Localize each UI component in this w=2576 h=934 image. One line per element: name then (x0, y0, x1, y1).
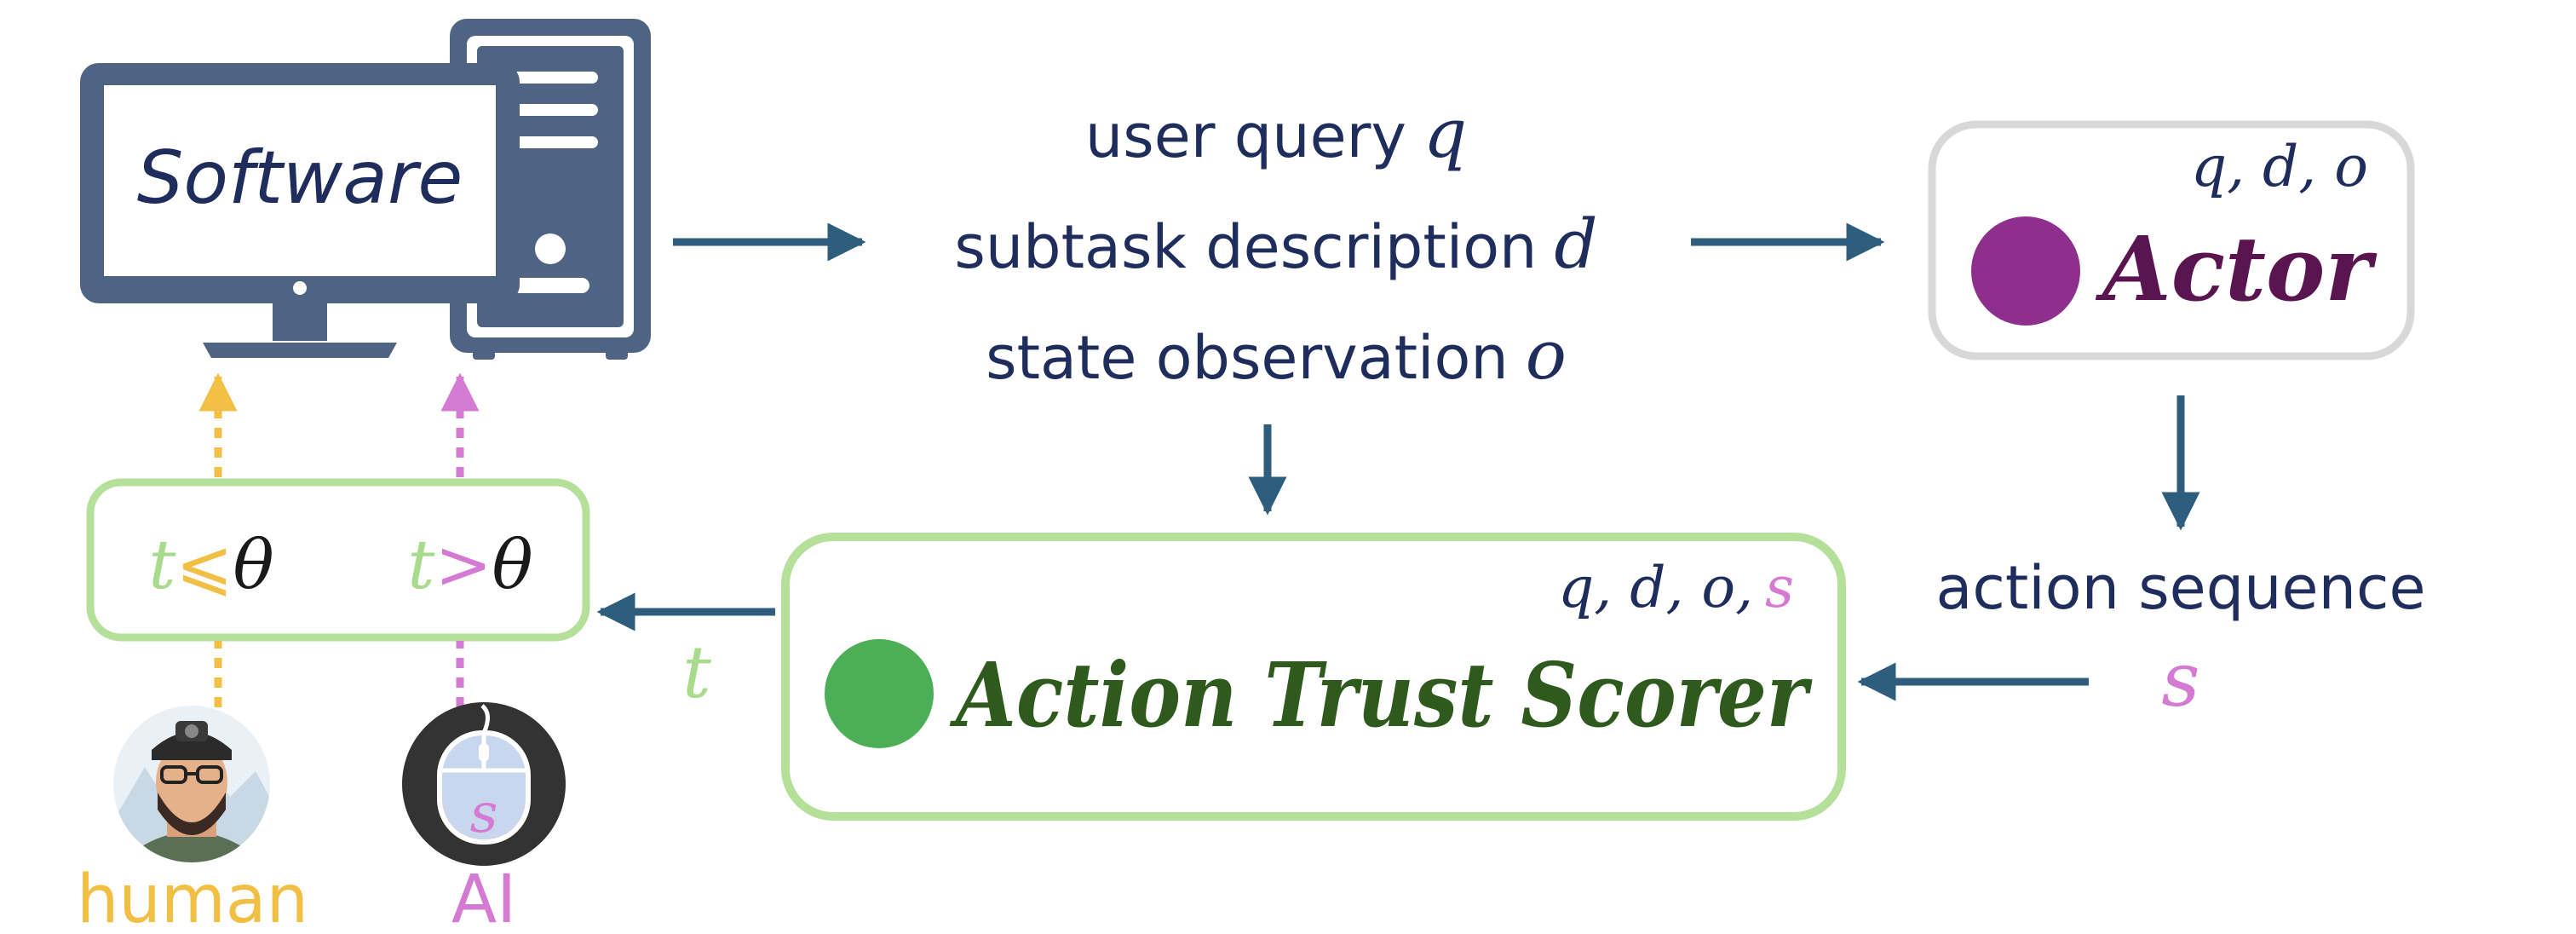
software-label: Software (137, 135, 463, 221)
scorer-label: Action Trust Scorer (949, 643, 1813, 747)
scorer-dot-icon (825, 639, 934, 748)
desktop-computer-icon (80, 19, 651, 360)
trust-score-label: t (682, 631, 711, 714)
human-label: human (77, 862, 308, 934)
mouse-icon-letter: s (470, 782, 498, 845)
human-avatar-icon (113, 706, 270, 862)
scorer-vars: q, d, o,s (1558, 555, 1794, 620)
actor-dot-icon (1971, 216, 2080, 326)
action-sequence-label: action sequence (1935, 553, 2425, 623)
ai-label: AI (451, 862, 516, 934)
scorer-box (781, 533, 1846, 821)
mouse-icon (402, 702, 566, 866)
ai-rule: t>θ (407, 525, 532, 604)
actor-label: Actor (2095, 216, 2378, 321)
decision-box (86, 478, 590, 642)
human-rule: t⩽θ (148, 525, 273, 604)
actor-vars: q, d, o (2191, 134, 2368, 199)
action-sequence-var: s (2161, 636, 2199, 724)
